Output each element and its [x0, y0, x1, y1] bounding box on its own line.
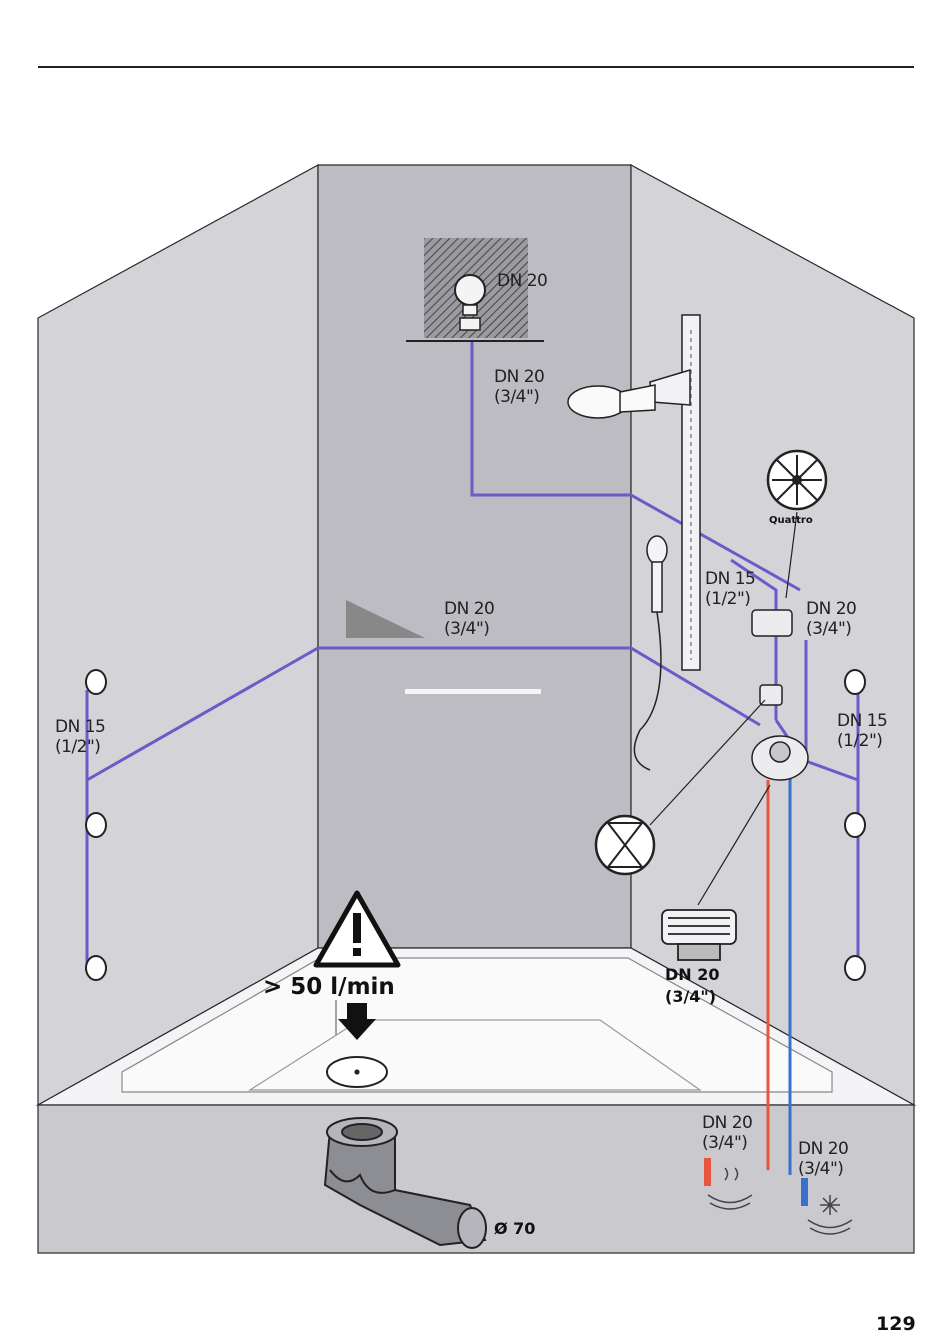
head-dn-label: DN 20 [497, 271, 547, 291]
left-dn-label: DN 15 [55, 717, 105, 737]
back-in-label: (3/4") [444, 619, 489, 639]
back-dn-label: DN 20 [444, 599, 494, 619]
page-number: 129 [876, 1313, 916, 1335]
drain-diameter-label: Ø 70 [494, 1219, 535, 1238]
far-right-in-label: (1/2") [837, 731, 882, 751]
cold-in-label: (3/4") [798, 1159, 843, 1179]
flow-rate-label: > 50 l/min [263, 974, 395, 1000]
hand-in-label: (3/4") [494, 387, 539, 407]
right-dn-label: DN 20 [806, 599, 856, 619]
fitting-in-label: (3/4") [665, 987, 716, 1006]
quattro-label: Quattro [769, 515, 813, 526]
wall-shelf [405, 689, 541, 694]
hot-in-label: (3/4") [702, 1133, 747, 1153]
left-wall [38, 165, 318, 1105]
left-in-label: (1/2") [55, 737, 100, 757]
mid-in-label: (1/2") [705, 589, 750, 609]
hand-dn-label: DN 20 [494, 367, 544, 387]
cold-dn-label: DN 20 [798, 1139, 848, 1159]
right-in-label: (3/4") [806, 619, 851, 639]
far-right-dn-label: DN 15 [837, 711, 887, 731]
mid-dn-label: DN 15 [705, 569, 755, 589]
fitting-dn-label: DN 20 [665, 965, 720, 984]
hot-dn-label: DN 20 [702, 1113, 752, 1133]
